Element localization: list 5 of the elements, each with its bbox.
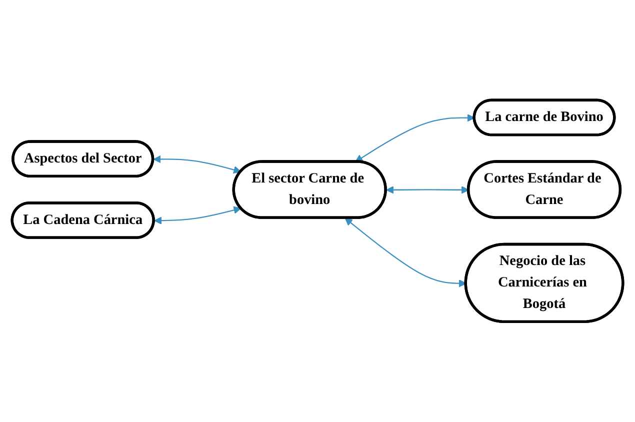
arrow — [154, 206, 242, 225]
arrow — [153, 155, 242, 174]
diagram: La carne de Bovino Cortes Estándar de Carne Aspectos del Sector El sector Carne de bovino Negocio de las Carnicerías en Bogotá La Cadena Cárnica — [5, 93, 630, 329]
arrow — [344, 218, 466, 288]
arrow — [355, 114, 475, 162]
